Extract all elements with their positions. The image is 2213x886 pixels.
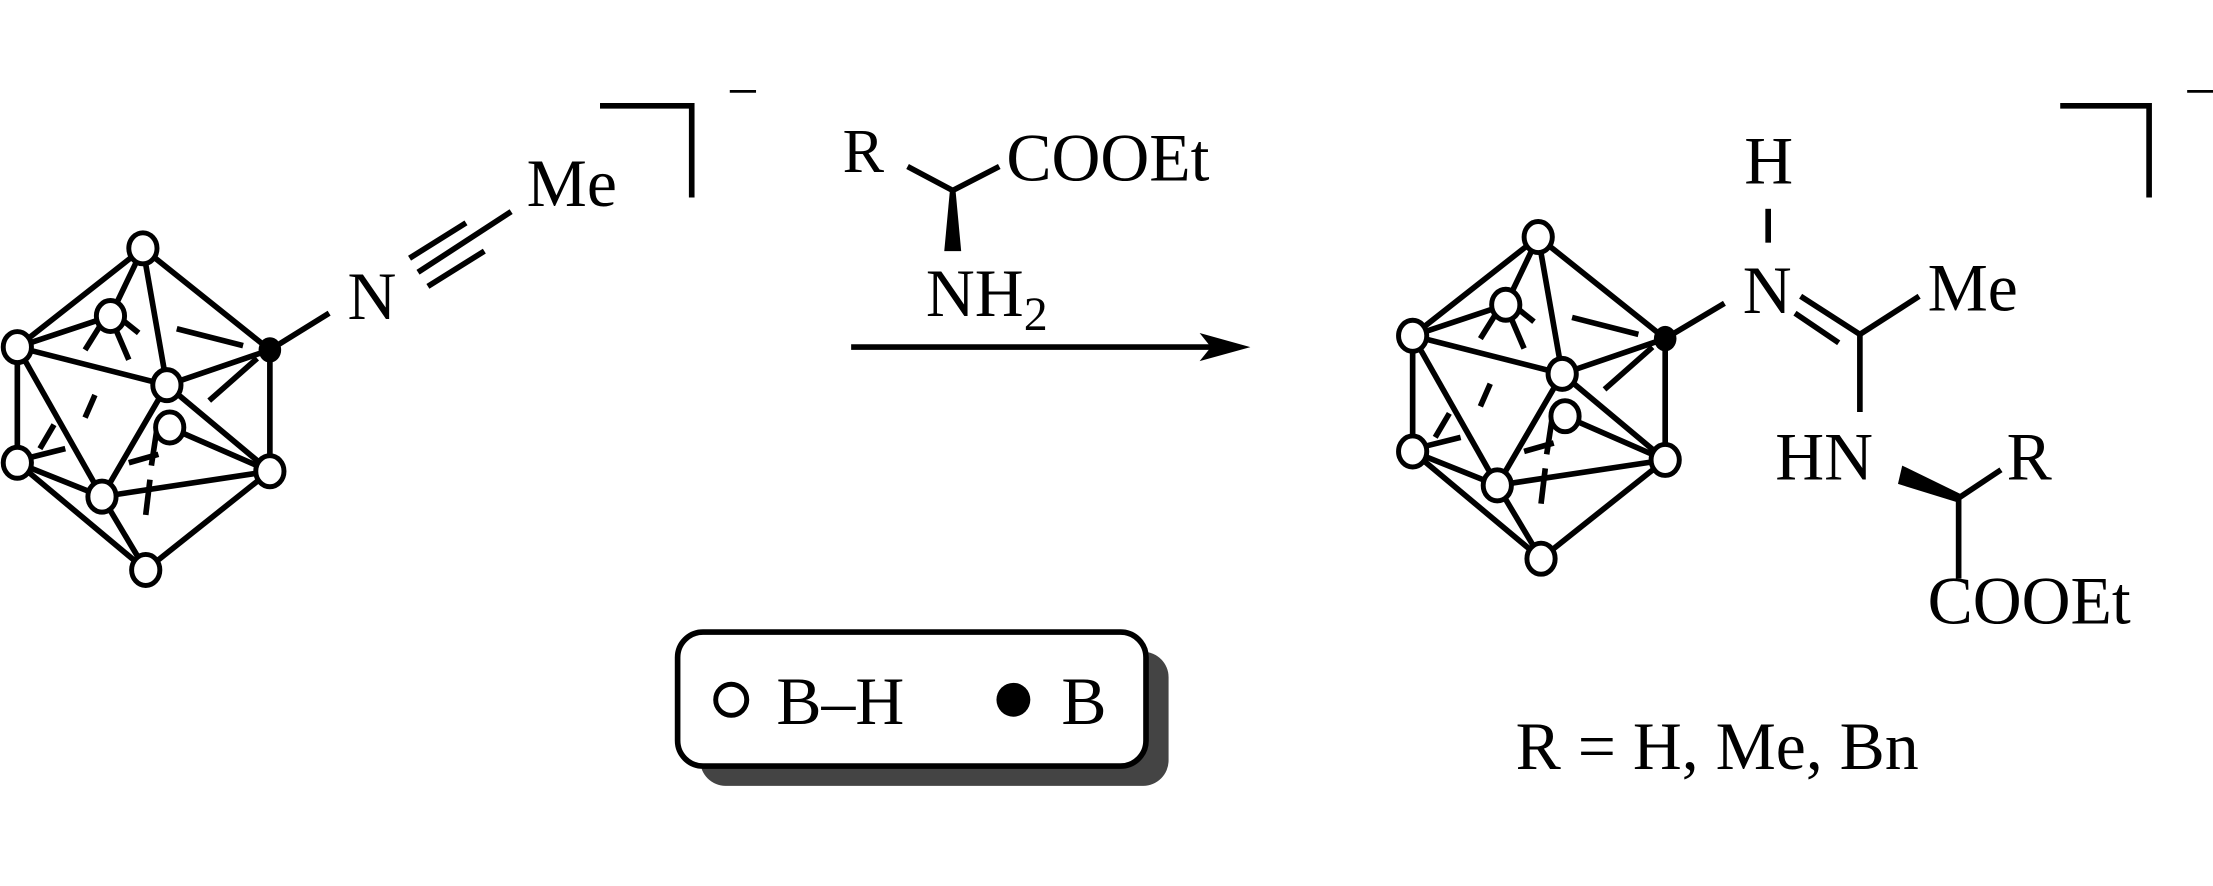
cluster-edge <box>15 460 148 573</box>
product-ester: COOEt <box>1928 564 2131 639</box>
cluster-edge <box>101 468 271 500</box>
hidden-edge-segment <box>113 329 132 361</box>
cluster-edge <box>1410 334 1500 487</box>
carborane-cluster-reactant <box>0 230 287 588</box>
cluster-edge <box>1560 371 1667 463</box>
reactant-methyl: Me <box>527 146 617 221</box>
bh-vertex-icon <box>1396 317 1430 354</box>
cluster-edge <box>1494 372 1565 487</box>
bh-vertex-icon <box>1480 467 1514 504</box>
cluster-edge <box>1536 234 1667 341</box>
hidden-edge-segment <box>30 445 66 460</box>
cluster-edge <box>1539 457 1667 561</box>
b-n-bond <box>268 310 331 353</box>
bh-vertex-icon <box>253 453 287 490</box>
hidden-edge-segment <box>142 479 153 516</box>
carborane-cluster-product <box>1396 219 1682 577</box>
hidden-edge-segment <box>1477 314 1497 341</box>
cluster-edge <box>1410 234 1540 338</box>
product-h: H <box>1744 123 1793 198</box>
cluster-edge <box>141 246 272 353</box>
hidden-edge-segment <box>122 319 141 336</box>
b-n-bond-product <box>1663 300 1726 342</box>
product-charge: − <box>2184 61 2213 123</box>
cluster-edge <box>165 347 271 388</box>
legend-b-label: B <box>1061 664 1106 739</box>
c-r-bond <box>1957 467 2003 501</box>
bh-vertex-icon <box>1548 398 1582 435</box>
cluster-edge <box>14 345 105 499</box>
wedge-bond-product <box>1897 465 1961 503</box>
cluster-edge <box>168 424 272 474</box>
cluster-edge <box>1411 333 1563 377</box>
reagent-ester: COOEt <box>1006 121 1209 196</box>
hidden-edge-segment <box>1426 434 1462 449</box>
hidden-edge-segment <box>1518 308 1536 324</box>
bh-vertex-icon <box>0 329 34 366</box>
bh-vertex-icon <box>1489 286 1523 323</box>
bh-vertex-icon <box>150 367 184 404</box>
bh-vertex-icon <box>1524 540 1558 577</box>
hidden-edge-segment <box>37 423 57 451</box>
product-imine-n: N <box>1743 253 1792 328</box>
c-me-bond <box>1858 293 1921 337</box>
legend-box: B–H B <box>674 629 1169 786</box>
hidden-edge-segment <box>82 325 102 352</box>
bh-vertex-icon <box>153 409 187 446</box>
reactant-bracket <box>600 102 695 198</box>
hidden-edge-segment <box>1508 317 1527 350</box>
boron-vertex-icon <box>258 337 282 363</box>
wedge-bond <box>944 190 962 252</box>
reactant-nitrogen: N <box>347 259 396 334</box>
product-amine: HN <box>1775 420 1873 495</box>
substituent-definition: R = H, Me, Bn <box>1516 709 1919 784</box>
open-circle-icon <box>713 681 750 718</box>
triple-bond <box>408 209 513 289</box>
bh-vertex-icon <box>1521 219 1555 256</box>
reagent-bonds <box>906 163 1001 194</box>
hidden-edge-segment <box>1432 411 1452 439</box>
legend-bh-label: B–H <box>776 664 904 739</box>
bh-vertex-icon <box>1396 433 1430 470</box>
cluster-edge <box>1410 449 1543 561</box>
cluster-edge <box>1496 457 1666 489</box>
double-bond <box>1793 293 1862 346</box>
hidden-edge-segment <box>82 393 98 419</box>
bh-vertex-icon <box>129 551 163 588</box>
cluster-edge <box>16 344 168 388</box>
cluster-edge <box>1563 413 1667 463</box>
cluster-edge <box>99 383 170 499</box>
reagent-amine: NH2 <box>926 256 1048 341</box>
product-bracket <box>2060 102 2152 198</box>
product-methyl: Me <box>1928 250 2018 325</box>
product-r: R <box>2007 420 2053 495</box>
hidden-edge-segment <box>207 356 260 403</box>
reactant-charge: − <box>727 61 759 123</box>
cluster-edge <box>1535 236 1565 375</box>
filled-circle-icon <box>996 682 1031 717</box>
hidden-edge-segment <box>1571 314 1640 338</box>
cluster-edge <box>15 246 145 350</box>
hidden-edge-segment <box>176 325 244 349</box>
bh-vertex-icon <box>1648 441 1682 478</box>
hidden-edge-segment <box>1477 382 1493 408</box>
cluster-edge <box>143 469 272 573</box>
cluster-edge <box>140 247 170 386</box>
bh-vertex-icon <box>1545 355 1579 392</box>
hidden-edge-segment <box>1538 468 1549 505</box>
bh-vertex-icon <box>126 230 160 267</box>
cluster-edge <box>1561 335 1667 377</box>
hidden-edge-segment <box>1602 344 1655 392</box>
cluster-edge <box>165 382 272 474</box>
bh-vertex-icon <box>93 298 128 335</box>
bh-vertex-icon <box>85 478 119 515</box>
reagent-r: R <box>843 118 885 186</box>
arrow-head-icon <box>1199 332 1251 362</box>
bh-vertex-icon <box>0 444 34 481</box>
